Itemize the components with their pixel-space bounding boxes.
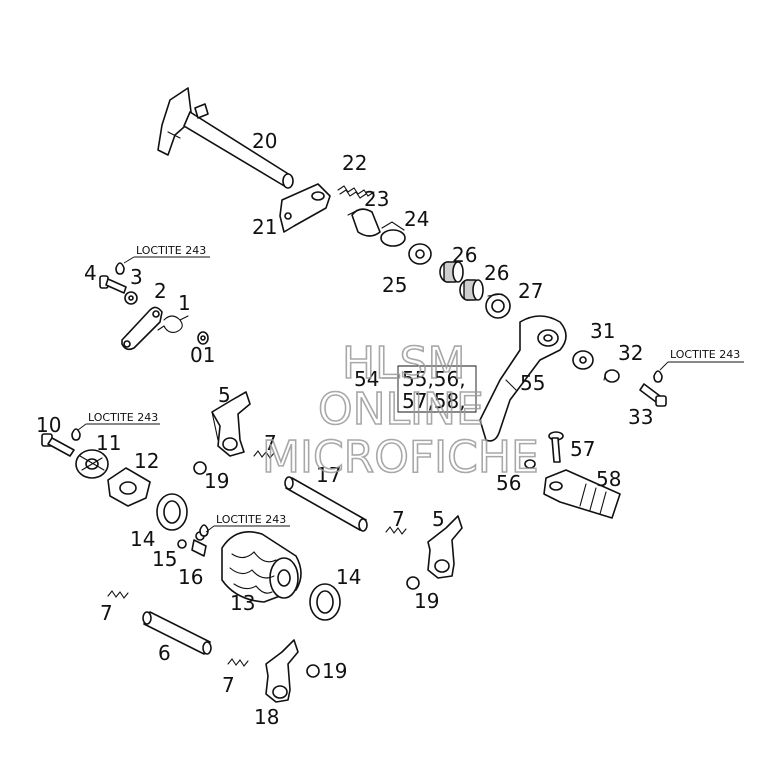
part-56-washer [524, 459, 536, 469]
loctite-label: LOCTITE 243 [216, 513, 286, 526]
part-17-shaft [284, 476, 368, 532]
callout-25: 25 [382, 273, 407, 297]
part-55-shift-lever [479, 315, 567, 442]
part-2-lever [121, 306, 163, 351]
loctite-drop [115, 262, 125, 275]
part-13-shift-drum [221, 531, 302, 603]
callout-18: 18 [254, 705, 279, 729]
part-5-shift-fork [427, 515, 463, 579]
part-20-shift-shaft [157, 87, 294, 189]
callout-21: 21 [252, 215, 277, 239]
part-22-spring [337, 185, 375, 199]
part-21-lever-plate [279, 183, 331, 233]
callout-16: 16 [178, 565, 203, 589]
part-19-roller [306, 664, 320, 678]
part-6-shaft [142, 611, 212, 655]
callout-5: 5 [218, 383, 231, 407]
part-10-bolt [41, 433, 75, 457]
part-15-pin [177, 539, 187, 549]
callout-14: 14 [130, 527, 155, 551]
part-14-bearing [156, 493, 188, 531]
callout-10: 10 [36, 413, 61, 437]
part-58-footpeg [543, 469, 621, 519]
callout-27: 27 [518, 279, 543, 303]
part-01-bush [197, 331, 209, 345]
part-24-spring-clip [380, 221, 406, 247]
part-19-roller [406, 576, 420, 590]
callout-3: 3 [130, 265, 143, 289]
part-5-shift-fork [211, 391, 251, 457]
callout-23: 23 [364, 187, 389, 211]
callout-31: 31 [590, 319, 615, 343]
part-7-spring [385, 526, 407, 535]
watermark-line3: MICROFICHE [262, 432, 539, 483]
callout-55: 55 [520, 371, 545, 395]
part-33-bolt [639, 383, 667, 407]
callout-14: 14 [336, 565, 361, 589]
part-57-pin [548, 431, 564, 463]
callout-12: 12 [134, 449, 159, 473]
loctite-drop [71, 428, 81, 441]
part-14-bearing [309, 583, 341, 621]
watermark-line1: HLSM [342, 338, 466, 389]
part-7-spring [227, 658, 249, 667]
callout-5: 5 [432, 507, 445, 531]
callout-26: 26 [484, 261, 509, 285]
callout-11: 11 [96, 431, 121, 455]
callout-7: 7 [222, 673, 235, 697]
callout-13: 13 [230, 591, 255, 615]
part-23-clip [347, 208, 381, 237]
callout-54: 54 [354, 367, 379, 391]
callout-4: 4 [84, 261, 97, 285]
part-1-spring [157, 315, 189, 333]
loctite-drop [199, 524, 209, 537]
callout-kit-line1: 55,56, [402, 367, 466, 391]
callout-22: 22 [342, 151, 367, 175]
loctite-label: LOCTITE 243 [88, 411, 158, 424]
callout-20: 20 [252, 129, 277, 153]
callout-6: 6 [158, 641, 171, 665]
callout-24: 24 [404, 207, 429, 231]
part-26-needle-bearing [439, 261, 464, 283]
callout-58: 58 [596, 467, 621, 491]
part-26-needle-bearing [459, 279, 484, 301]
watermark: HLSM ONLINE MICROFICHE [261, 337, 539, 484]
part-3-washer [124, 291, 138, 305]
loctite-label: LOCTITE 243 [136, 244, 206, 257]
callout-7: 7 [264, 431, 277, 455]
callout-19: 19 [204, 469, 229, 493]
part-31-washer [572, 350, 594, 370]
part-25-washer [408, 243, 432, 265]
callout-1: 1 [178, 291, 191, 315]
kit-box [397, 365, 477, 413]
callout-7: 7 [100, 601, 113, 625]
callout-26: 26 [452, 243, 477, 267]
loctite-drop [653, 370, 663, 383]
part-18-shift-fork [265, 639, 299, 703]
part-32-circlip [603, 369, 620, 383]
part-7-spring [253, 450, 275, 459]
part-19-roller [193, 461, 207, 475]
part-11-shift-drum-locator [75, 449, 109, 479]
part-4-bolt [99, 275, 127, 294]
callout-7: 7 [392, 507, 405, 531]
part-12-shift-drum-cam [107, 467, 151, 507]
callout-kit-line2: 57,58, [402, 389, 466, 413]
callout-32: 32 [618, 341, 643, 365]
callout-17: 17 [316, 463, 341, 487]
callout-33: 33 [628, 405, 653, 429]
callout-2: 2 [154, 279, 167, 303]
watermark-line2: ONLINE [318, 384, 484, 435]
part-27-bush [485, 293, 511, 319]
callout-57: 57 [570, 437, 595, 461]
callout-01: 01 [190, 343, 215, 367]
part-7-spring [107, 590, 129, 599]
callout-15: 15 [152, 547, 177, 571]
callout-19: 19 [414, 589, 439, 613]
callout-19: 19 [322, 659, 347, 683]
callout-56: 56 [496, 471, 521, 495]
loctite-label: LOCTITE 243 [670, 348, 740, 361]
